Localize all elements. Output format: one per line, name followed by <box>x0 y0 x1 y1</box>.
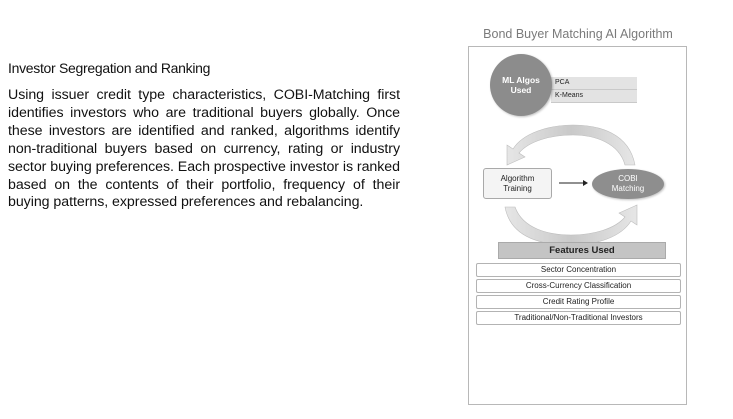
description-paragraph: Using issuer credit type characteristics… <box>8 87 400 211</box>
algorithm-training-box: Algorithm Training <box>483 168 552 199</box>
cobi-label-line2: Matching <box>611 184 645 193</box>
training-label-line2: Training <box>503 183 532 193</box>
feature-sector-concentration: Sector Concentration <box>476 263 681 277</box>
algorithm-diagram-panel: ML Algos Used PCA K-Means Algorithm Trai… <box>468 46 687 405</box>
features-used-header: Features Used <box>498 242 666 259</box>
section-heading: Investor Segregation and Ranking <box>8 60 211 76</box>
algorithm-item: K-Means <box>551 90 637 103</box>
ml-algos-label-line2: Used <box>510 85 532 95</box>
feature-traditional-investors: Traditional/Non-Traditional Investors <box>476 311 681 325</box>
upper-cycle-arrow <box>506 124 636 166</box>
training-label-line1: Algorithm <box>500 173 535 183</box>
feature-cross-currency-classification: Cross-Currency Classification <box>476 279 681 293</box>
cobi-label-line1: COBI <box>618 174 638 183</box>
diagram-title: Bond Buyer Matching AI Algorithm <box>483 27 673 41</box>
feature-credit-rating-profile: Credit Rating Profile <box>476 295 681 309</box>
algorithm-item: PCA <box>551 77 637 90</box>
lower-cycle-arrow <box>504 204 638 246</box>
algorithm-list: PCA K-Means <box>551 77 637 103</box>
arrowhead <box>583 180 588 186</box>
cobi-matching-node: COBI Matching <box>592 169 664 199</box>
ml-algos-circle: ML Algos Used <box>490 54 552 116</box>
ml-algos-label-line1: ML Algos <box>502 75 540 85</box>
